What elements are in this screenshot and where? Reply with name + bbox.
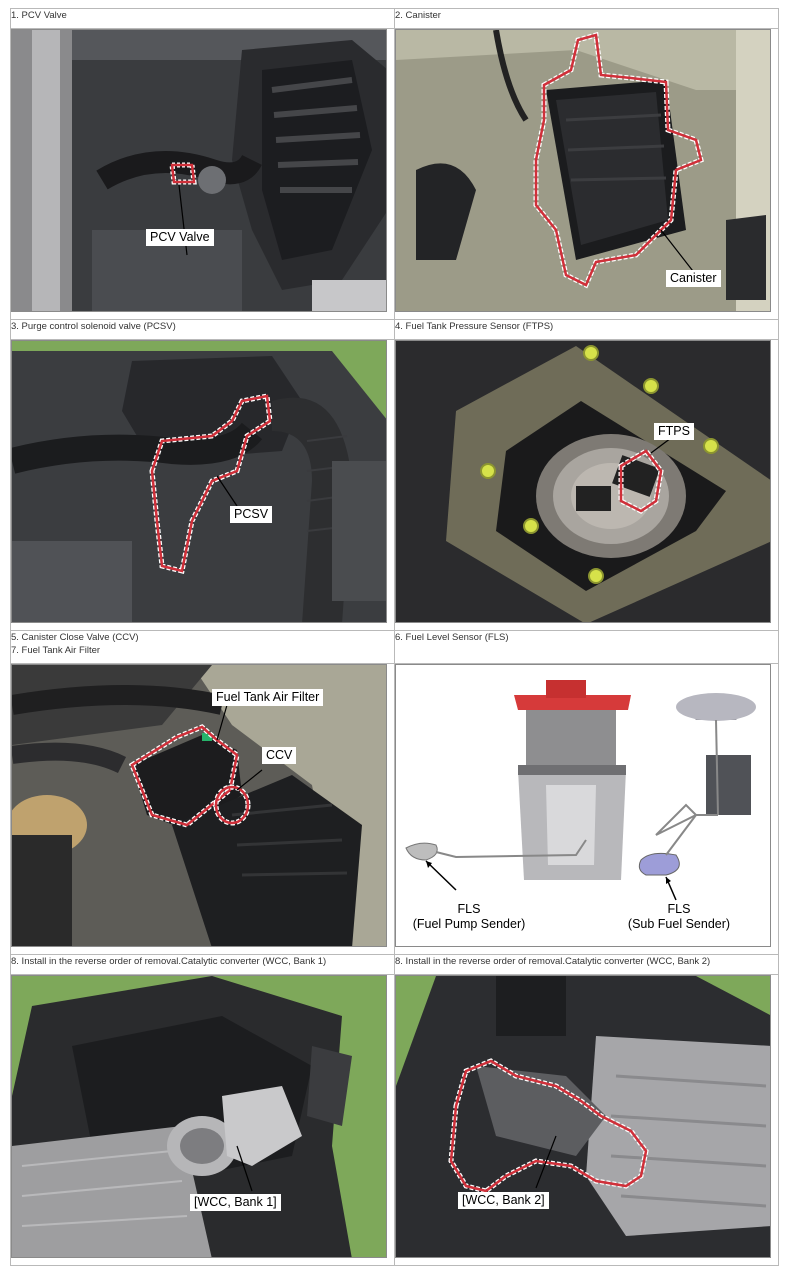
fls-sub-line2: (Sub Fuel Sender) xyxy=(627,917,731,931)
caption-wcc-bank2: 8. Install in the reverse order of remov… xyxy=(395,956,711,967)
pcv-valve-label: PCV Valve xyxy=(146,229,214,246)
fls-pump-line1: FLS xyxy=(457,902,481,916)
caption-cell: 6. Fuel Level Sensor (FLS) xyxy=(394,630,779,664)
caption-ccv: 5. Canister Close Valve (CCV) xyxy=(11,632,139,643)
image-cell: [WCC, Bank 1] xyxy=(10,974,395,1266)
photo-fls: FLS (Fuel Pump Sender) FLS (Sub Fuel Sen… xyxy=(395,664,771,947)
caption-fuel-tank-air-filter: 7. Fuel Tank Air Filter xyxy=(11,645,101,656)
photo-pcv-valve: PCV Valve xyxy=(11,29,387,312)
caption-cell: 2. Canister xyxy=(394,8,779,29)
photo-ccv-air-filter: Fuel Tank Air Filter CCV xyxy=(11,664,387,947)
caption-fls: 6. Fuel Level Sensor (FLS) xyxy=(395,632,509,643)
image-cell: [WCC, Bank 2] xyxy=(394,974,779,1266)
caption-cell: 8. Install in the reverse order of remov… xyxy=(394,954,779,975)
photo-wcc-bank2: [WCC, Bank 2] xyxy=(395,975,771,1258)
procedure-table: 1. PCV Valve 2. Canister xyxy=(10,8,779,1266)
fls-fuel-pump-sender-label: FLS (Fuel Pump Sender) xyxy=(404,902,534,932)
caption-cell: 8. Install in the reverse order of remov… xyxy=(10,954,395,975)
fls-sub-fuel-sender-label: FLS (Sub Fuel Sender) xyxy=(614,902,744,932)
photo-pcsv: PCSV xyxy=(11,340,387,623)
image-cell: Fuel Tank Air Filter CCV xyxy=(10,663,395,955)
photo-canister: Canister xyxy=(395,29,771,312)
photo-ftps: FTPS xyxy=(395,340,771,623)
caption-cell: 5. Canister Close Valve (CCV) 7. Fuel Ta… xyxy=(10,630,395,664)
caption-canister: 2. Canister xyxy=(395,10,441,21)
caption-pcv-valve: 1. PCV Valve xyxy=(11,10,67,21)
fls-pump-line2: (Fuel Pump Sender) xyxy=(412,917,526,931)
image-cell: PCV Valve xyxy=(10,28,395,320)
ccv-label: CCV xyxy=(262,747,297,764)
wcc-bank1-label: [WCC, Bank 1] xyxy=(190,1194,281,1211)
image-cell: PCSV xyxy=(10,339,395,631)
image-cell: Canister xyxy=(394,28,779,320)
wcc-bank2-label: [WCC, Bank 2] xyxy=(458,1192,549,1209)
image-cell: FLS (Fuel Pump Sender) FLS (Sub Fuel Sen… xyxy=(394,663,779,955)
caption-cell: 1. PCV Valve xyxy=(10,8,395,29)
canister-label: Canister xyxy=(666,270,721,287)
ftps-label: FTPS xyxy=(654,423,694,440)
caption-cell: 3. Purge control solenoid valve (PCSV) xyxy=(10,319,395,340)
fuel-tank-air-filter-label: Fuel Tank Air Filter xyxy=(212,689,324,706)
photo-wcc-bank1: [WCC, Bank 1] xyxy=(11,975,387,1258)
caption-ftps: 4. Fuel Tank Pressure Sensor (FTPS) xyxy=(395,321,554,332)
fls-sub-line1: FLS xyxy=(667,902,691,916)
caption-pcsv: 3. Purge control solenoid valve (PCSV) xyxy=(11,321,176,332)
pcsv-label: PCSV xyxy=(230,506,273,523)
caption-wcc-bank1: 8. Install in the reverse order of remov… xyxy=(11,956,327,967)
caption-cell: 4. Fuel Tank Pressure Sensor (FTPS) xyxy=(394,319,779,340)
image-cell: FTPS xyxy=(394,339,779,631)
